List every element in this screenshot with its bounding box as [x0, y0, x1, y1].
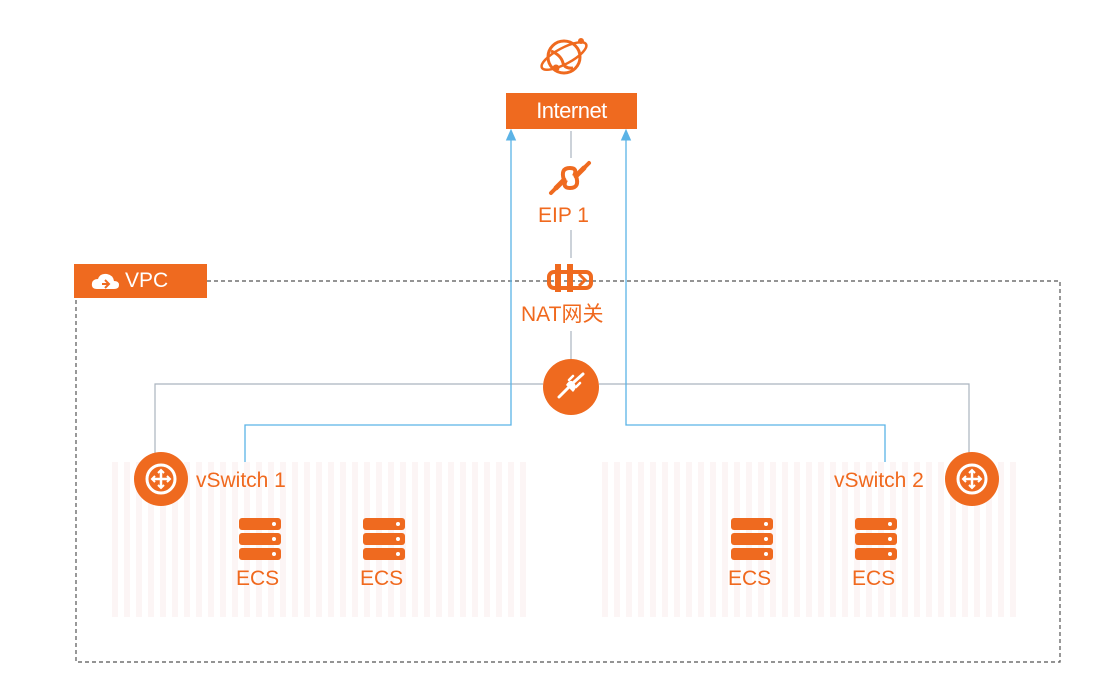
- cloud-icon: [91, 273, 119, 289]
- router-icon: [543, 359, 599, 415]
- ecs-label: ECS: [852, 567, 896, 590]
- vswitch-2-label: vSwitch 2: [834, 469, 924, 492]
- ecs-label: ECS: [728, 567, 772, 590]
- vswitch-icon: [134, 452, 188, 506]
- server-icon: [239, 518, 281, 560]
- vswitch-icon: [945, 452, 999, 506]
- nat-label: NAT网关: [521, 303, 604, 326]
- traffic-path-vswitch-2: [620, 128, 886, 462]
- ecs-label: ECS: [236, 567, 280, 590]
- eip-label: EIP 1: [538, 204, 589, 227]
- nat-gateway-icon: [547, 264, 593, 292]
- server-icon: [731, 518, 773, 560]
- router-bus-right: [599, 383, 970, 456]
- internet-label: Internet: [536, 98, 607, 123]
- server-icon: [363, 518, 405, 560]
- router-bus: [154, 383, 543, 456]
- ecs-label: ECS: [360, 567, 404, 590]
- vswitch-1-label: vSwitch 1: [196, 469, 286, 492]
- vpc-badge: VPC: [74, 264, 207, 298]
- server-icon: [855, 518, 897, 560]
- traffic-path-vswitch-1: [244, 128, 517, 462]
- internet-node: Internet: [506, 93, 637, 129]
- vpc-label: VPC: [125, 269, 169, 292]
- globe-icon: [540, 38, 588, 75]
- link-icon: [549, 161, 591, 195]
- vpc-boundary: [75, 280, 1061, 663]
